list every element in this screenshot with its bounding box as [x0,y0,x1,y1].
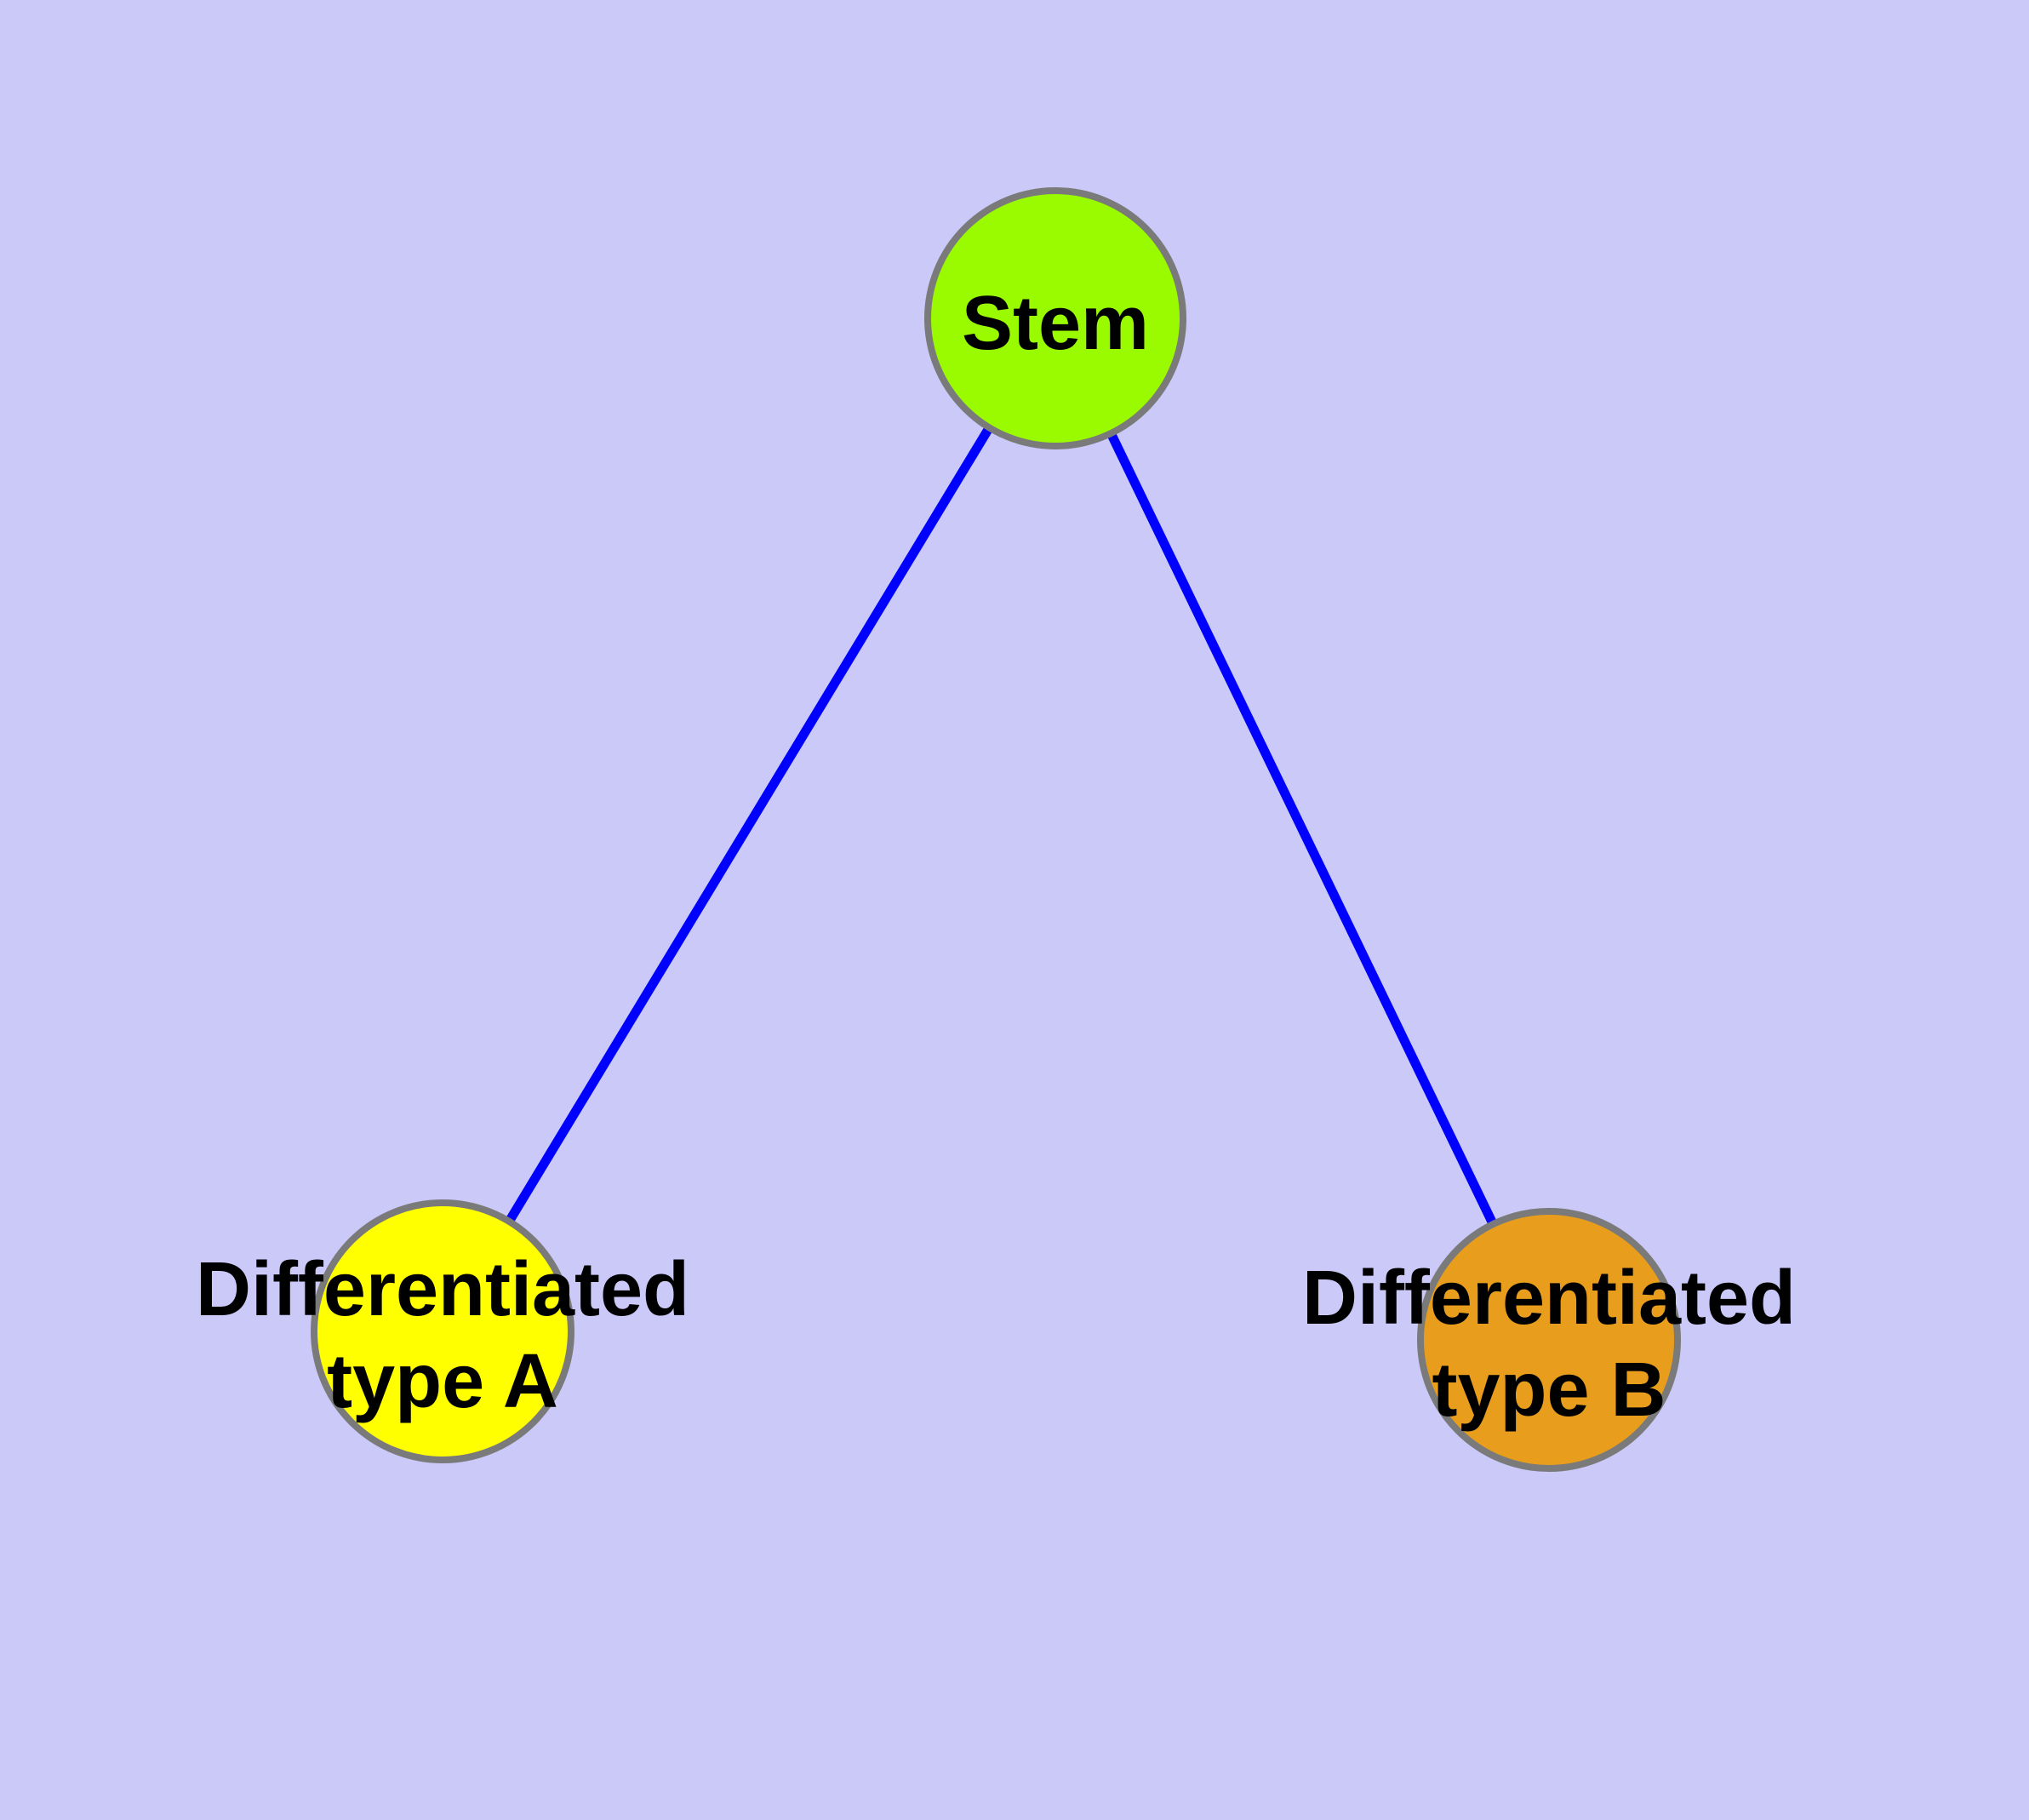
node-type-a-label-line2: type A [327,1339,558,1424]
edge-stem-to-type-b [1051,316,1553,1342]
node-type-b-label-line1: Differentiated [1302,1256,1796,1341]
node-differentiated-type-a[interactable] [311,1199,574,1463]
node-type-a-label-line1: Differentiated [196,1247,689,1332]
node-stem-label: Stem [962,281,1149,366]
node-stem[interactable] [924,187,1186,449]
edge-stem-to-type-a [438,316,1060,1334]
node-type-b-label-line2: type B [1432,1348,1666,1433]
node-differentiated-type-b[interactable] [1417,1208,1681,1472]
